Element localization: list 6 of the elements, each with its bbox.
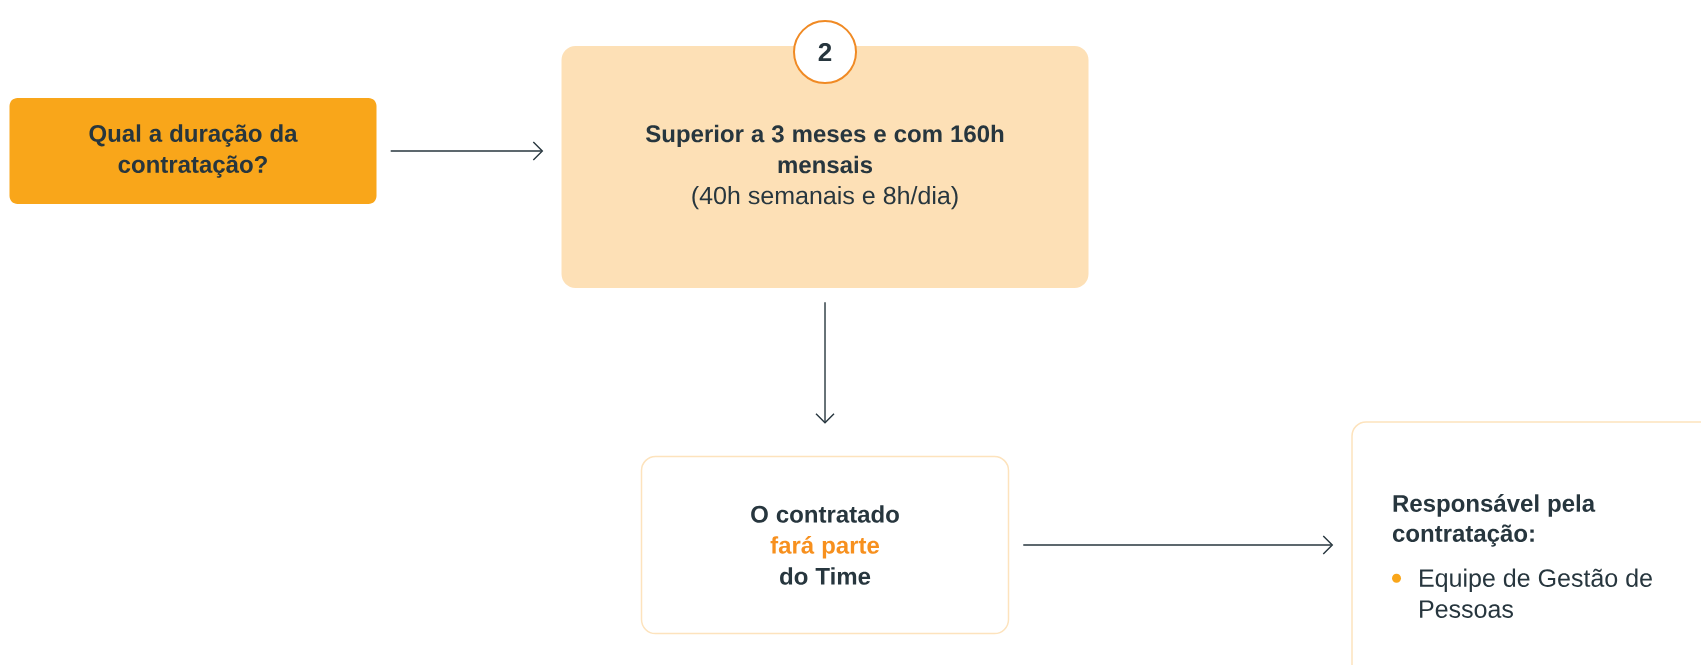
responsible-box: Responsável pela contratação: Equipe de Gestão de Pessoas	[1351, 421, 1701, 665]
question-box: Qual a duração da contratação?	[9, 98, 377, 204]
result-box: O contratado fará parte do Time	[640, 455, 1010, 635]
arrow	[390, 141, 544, 161]
arrow	[815, 301, 835, 424]
arrow	[1022, 535, 1334, 555]
